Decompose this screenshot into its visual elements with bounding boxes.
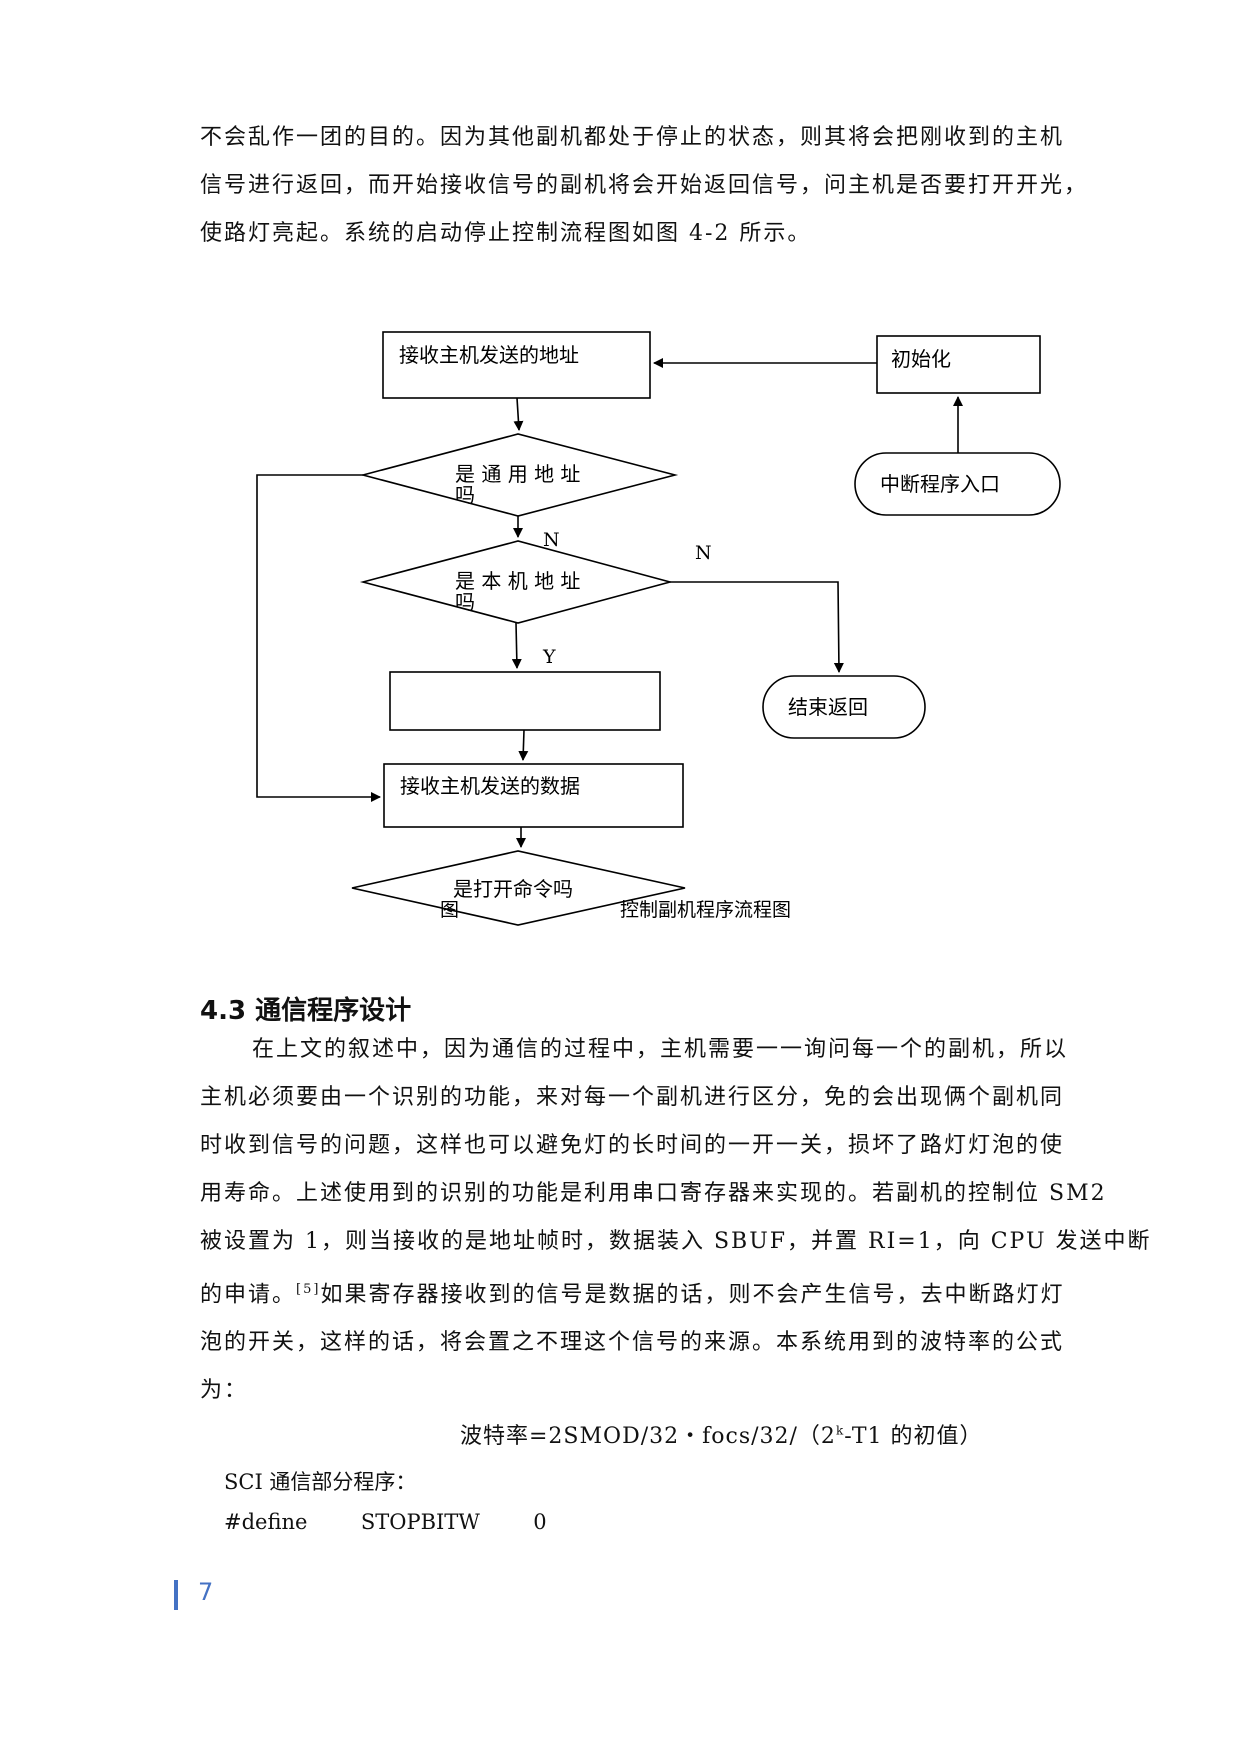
citation-ref[interactable]: [5] bbox=[296, 1282, 321, 1297]
body-line-with-ref: 的申请。[5]如果寄存器接收到的信号是数据的话，则不会产生信号，去中断路灯灯 bbox=[200, 1266, 1120, 1319]
label-n-common: N bbox=[543, 529, 560, 551]
interrupt-entry-label: 中断程序入口 bbox=[880, 472, 1000, 496]
page-number: 7 bbox=[198, 1578, 214, 1606]
intro-line: 信号进行返回，而开始接收信号的副机将会开始返回信号，问主机是否要打开开光， bbox=[200, 173, 1089, 198]
arrow-common-to-data bbox=[256, 474, 381, 802]
is-open-command-label: 是打开命令吗 bbox=[453, 877, 573, 901]
body-line: 泡的开关，这样的话，将会置之不理这个信号的来源。本系统用到的波特率的公式 bbox=[200, 1330, 1065, 1356]
init-label: 初始化 bbox=[891, 347, 951, 371]
is-common-address-label-2: 吗 bbox=[455, 483, 475, 507]
intro-paragraph: 不会乱作一团的目的。因为其他副机都处于停止的状态，则其将会把刚收到的主机 信号进… bbox=[200, 114, 1120, 258]
arrow-own-to-end bbox=[670, 581, 844, 673]
caption-prefix: 图 bbox=[440, 899, 459, 921]
is-own-address-label-2: 吗 bbox=[455, 590, 475, 614]
arrow-send-to-data bbox=[518, 729, 529, 761]
code-line: #define STOPBITW 0 bbox=[224, 1510, 547, 1534]
end-return-label: 结束返回 bbox=[788, 695, 868, 719]
receive-data-box bbox=[383, 763, 684, 828]
formula-superscript: k bbox=[835, 1423, 845, 1438]
page-number-bar bbox=[174, 1580, 178, 1610]
formula-text: 波特率=2SMOD/32・focs/32/（2 bbox=[460, 1424, 836, 1449]
formula-text-end: -T1 的初值） bbox=[844, 1424, 983, 1449]
body-line: 用寿命。上述使用到的识别的功能是利用串口寄存器来实现的。若副机的控制位 SM2 bbox=[200, 1181, 1107, 1206]
body-text: 如果寄存器接收到的信号是数据的话，则不会产生信号，去中断路灯灯 bbox=[320, 1282, 1065, 1308]
intro-line: 不会乱作一团的目的。因为其他副机都处于停止的状态，则其将会把刚收到的主机 bbox=[200, 125, 1065, 150]
section-heading: 4.3 通信程序设计 bbox=[200, 996, 412, 1026]
flowchart: 接收主机发送的地址 初始化 中断程序入口 是 通 用 地 址 吗 是 本 机 地… bbox=[256, 331, 1061, 926]
is-own-address-label: 是 本 机 地 址 bbox=[455, 569, 580, 593]
init-box bbox=[876, 335, 1041, 394]
arrow-receive-to-common bbox=[513, 397, 524, 431]
body-line: 主机必须要由一个识别的功能，来对每一个副机进行区分，免的会出现俩个副机同 bbox=[200, 1085, 1065, 1110]
label-n-own: N bbox=[695, 542, 712, 564]
body-line: 时收到信号的问题，这样也可以避免灯的长时间的一开一关，损坏了路灯灯泡的使 bbox=[200, 1133, 1065, 1158]
is-common-address-label: 是 通 用 地 址 bbox=[455, 462, 580, 486]
section-paragraph: 在上文的叙述中，因为通信的过程中，主机需要一一询问每一个的副机，所以 主机必须要… bbox=[200, 1026, 1152, 1415]
receive-data-label: 接收主机发送的数据 bbox=[400, 774, 580, 798]
caption-suffix: 控制副机程序流程图 bbox=[620, 899, 791, 921]
is-open-command-diamond bbox=[351, 850, 686, 926]
body-line: 在上文的叙述中，因为通信的过程中，主机需要一一询问每一个的副机，所以 bbox=[252, 1037, 1069, 1062]
end-return-box bbox=[762, 675, 926, 739]
body-line: 为： bbox=[200, 1378, 249, 1404]
receive-address-box bbox=[382, 331, 651, 399]
body-text: 的申请。 bbox=[200, 1282, 297, 1308]
arrow-own-to-send bbox=[511, 622, 522, 669]
send-own-address-box bbox=[389, 671, 661, 731]
intro-line: 使路灯亮起。系统的启动停止控制流程图如图 4-2 所示。 bbox=[200, 221, 812, 246]
baud-rate-formula: 波特率=2SMOD/32・focs/32/（2k-T1 的初值） bbox=[460, 1418, 983, 1450]
body-line: 被设置为 1，则当接收的是地址帧时，数据装入 SBUF，并置 RI=1，向 CP… bbox=[200, 1229, 1152, 1254]
is-common-address-diamond bbox=[359, 433, 679, 517]
receive-address-label: 接收主机发送的地址 bbox=[399, 343, 579, 367]
label-y-own: Y bbox=[542, 646, 556, 668]
code-heading: SCI 通信部分程序： bbox=[224, 1470, 417, 1494]
